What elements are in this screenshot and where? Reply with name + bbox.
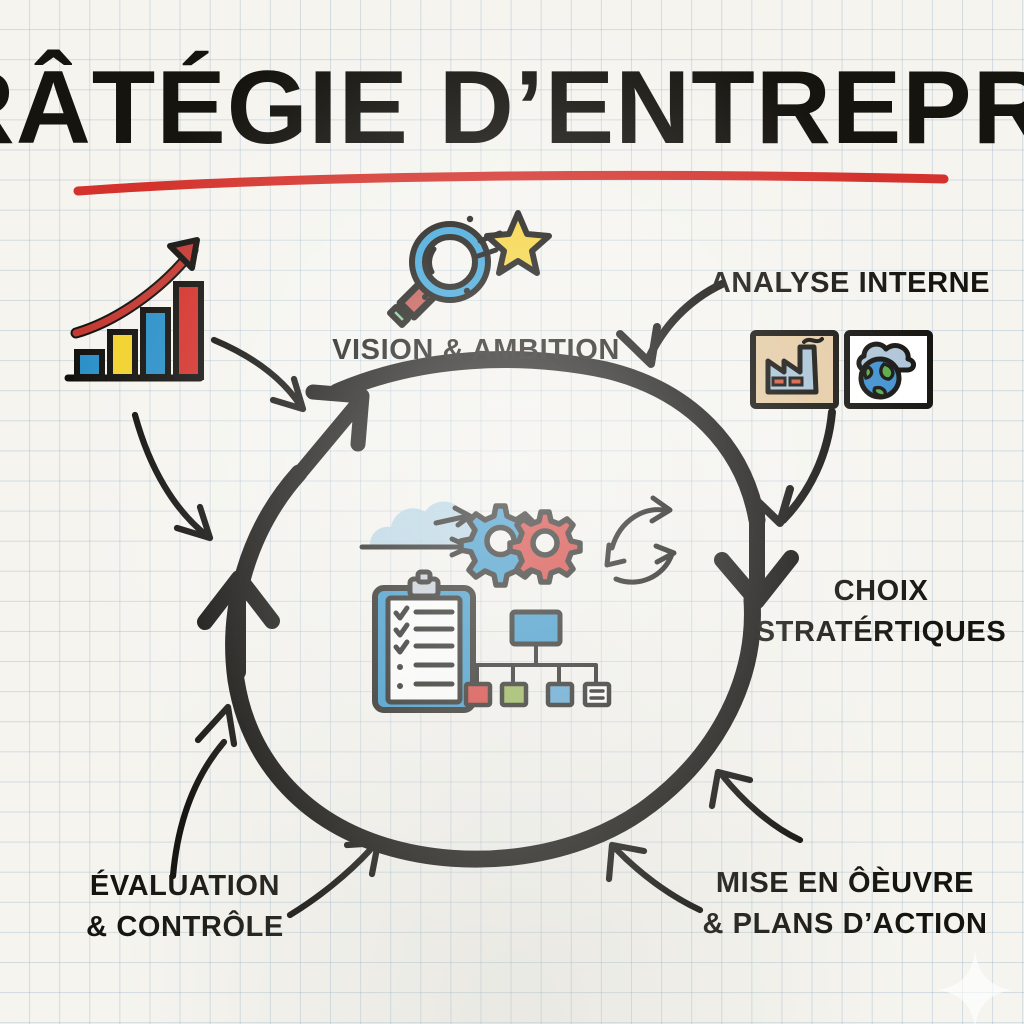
connector-arrow-evaluation-to-loop [169, 703, 238, 880]
gears-icon [458, 503, 583, 588]
page-title: STRÂTÉGIE D’ENTREPRISE [0, 50, 1024, 166]
connector-arrow-chart-to-vision [210, 336, 307, 413]
stage-label-evaluation-line2: & CONTRÔLE [86, 909, 284, 943]
cycle-arrowhead-left [197, 570, 280, 680]
sparkle-watermark-icon [937, 950, 1013, 1024]
gear-red-icon [507, 509, 583, 585]
connector-arrow-bottom-left-to-loop [286, 839, 382, 919]
connector-arrow-analyse-to-loop [616, 280, 726, 368]
connector-arrow-analyse-to-choix [749, 408, 836, 527]
stage-label-vision: VISION & AMBITION [332, 334, 620, 366]
stage-label-mise-line2: & PLANS D’ACTION [702, 908, 987, 940]
growth-chart-icon [64, 237, 204, 382]
title-underline [73, 170, 949, 196]
cloud-flow-icon [359, 501, 483, 558]
factory-globe-icon [750, 330, 933, 409]
connector-arrow-mise-to-loop [605, 841, 704, 914]
connector-arrow-mise-to-loop-right [708, 768, 804, 844]
stage-label-mise-line1: MISE EN ÔÈUVRE [716, 865, 974, 899]
connector-arrow-chart-to-loop [131, 411, 214, 542]
cycle-arrowhead-right [714, 504, 799, 609]
org-chart-icon [463, 609, 612, 708]
refresh-arrows-icon [604, 495, 677, 585]
stage-label-analyse: ANALYSE INTERNE [710, 267, 990, 299]
cycle-arrowhead-top [287, 384, 370, 487]
stage-label-evaluation-line1: ÉVALUATION [90, 868, 280, 902]
stage-label-choix-line2: STRATÉRTIQUES [756, 614, 1007, 648]
clipboard-checklist-icon [372, 569, 476, 713]
magnifier-star-icon [387, 210, 552, 328]
stage-label-choix-line1: CHOIX [834, 575, 929, 607]
